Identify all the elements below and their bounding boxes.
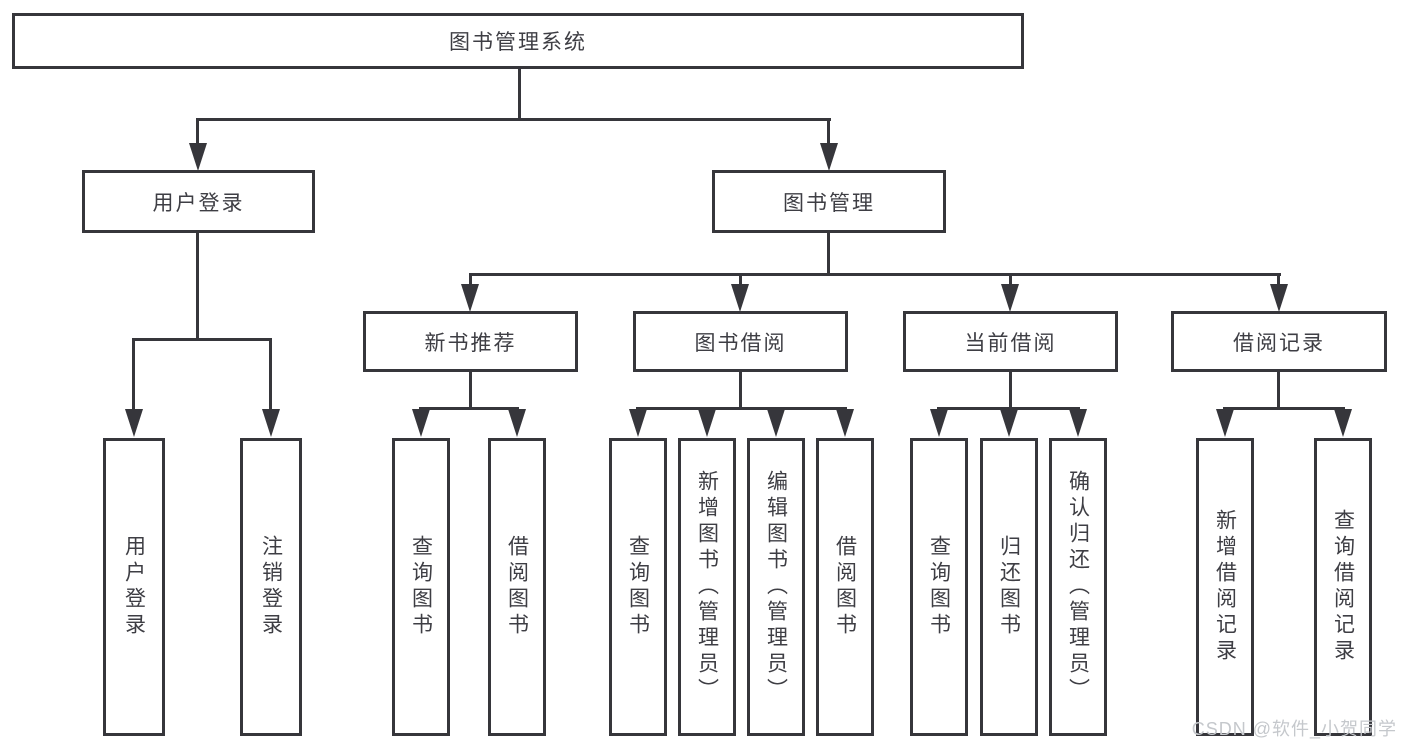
leaf-records-query-record: 查询借阅记录	[1314, 438, 1372, 736]
leaf-borrow-query-books: 查询图书	[609, 438, 667, 736]
leaf-user-login-label: 用户登录	[122, 535, 146, 639]
leaf-user-login: 用户登录	[103, 438, 165, 736]
arrowhead-to-user-login	[189, 143, 207, 171]
leaf-borrow-edit-books-admin-label: 编辑图书（管理员）	[764, 470, 788, 704]
arrowhead-to-current-leaf-1	[930, 409, 948, 437]
connector-root-trunk	[518, 68, 521, 120]
connector-login-trunk	[196, 233, 199, 338]
connector-login-drop-right	[269, 338, 272, 411]
leaf-borrow-edit-books-admin: 编辑图书（管理员）	[747, 438, 805, 736]
connector-root-bracket	[196, 118, 831, 121]
leaf-current-confirm-return-admin: 确认归还（管理员）	[1049, 438, 1107, 736]
leaf-borrow-borrow-books-label: 借阅图书	[833, 535, 857, 639]
connector-current-trunk	[1009, 372, 1012, 407]
csdn-watermark: CSDN @软件_小贺同学	[1191, 719, 1397, 739]
connector-records-bracket	[1223, 407, 1345, 410]
connector-mgmt-drop-3	[1009, 273, 1012, 287]
node-book-management-label: 图书管理	[783, 191, 875, 215]
arrowhead-to-current-leaf-3	[1069, 409, 1087, 437]
arrowhead-to-borrow-leaf-4	[836, 409, 854, 437]
arrowhead-to-records-leaf-2	[1334, 409, 1352, 437]
node-root-label: 图书管理系统	[449, 31, 587, 54]
leaf-current-return-books: 归还图书	[980, 438, 1038, 736]
connector-login-drop-left	[132, 338, 135, 411]
connector-login-bracket	[132, 338, 272, 341]
node-book-management: 图书管理	[712, 170, 946, 233]
leaf-recommend-borrow-books-label: 借阅图书	[505, 535, 529, 639]
node-user-login: 用户登录	[82, 170, 315, 233]
node-current-borrow-label: 当前借阅	[964, 331, 1057, 355]
arrowhead-to-book-borrow	[731, 284, 749, 312]
leaf-current-query-books-label: 查询图书	[927, 535, 951, 639]
connector-root-drop-right	[827, 118, 830, 146]
connector-mgmt-drop-2	[739, 273, 742, 287]
connector-records-trunk	[1277, 372, 1280, 407]
connector-mgmt-drop-4	[1277, 273, 1280, 287]
leaf-records-add-record: 新增借阅记录	[1196, 438, 1254, 736]
arrowhead-to-book-management	[820, 143, 838, 171]
node-root-system: 图书管理系统	[12, 13, 1024, 69]
leaf-current-confirm-return-admin-label: 确认归还（管理员）	[1066, 470, 1090, 704]
leaf-records-query-record-label: 查询借阅记录	[1331, 509, 1355, 665]
arrowhead-to-current-leaf-2	[1000, 409, 1018, 437]
arrowhead-to-recommend-leaf-2	[508, 409, 526, 437]
leaf-borrow-query-books-label: 查询图书	[626, 535, 650, 639]
leaf-records-add-record-label: 新增借阅记录	[1213, 509, 1237, 665]
connector-mgmt-bracket	[469, 273, 1281, 276]
connector-borrow-bracket	[636, 407, 847, 410]
node-book-borrow: 图书借阅	[633, 311, 848, 372]
node-current-borrow: 当前借阅	[903, 311, 1118, 372]
arrowhead-to-borrow-leaf-3	[767, 409, 785, 437]
connector-mgmt-trunk	[827, 233, 830, 273]
connector-root-drop-left	[196, 118, 199, 146]
arrowhead-to-borrow-leaf-2	[698, 409, 716, 437]
leaf-current-return-books-label: 归还图书	[997, 535, 1021, 639]
node-borrow-records-label: 借阅记录	[1233, 331, 1325, 355]
leaf-logout-label: 注销登录	[259, 535, 283, 639]
connector-mgmt-drop-1	[469, 273, 472, 287]
connector-borrow-trunk	[739, 372, 742, 407]
arrowhead-to-current-borrow	[1001, 284, 1019, 312]
connector-recommend-bracket	[419, 407, 519, 410]
arrowhead-to-login-leaf	[125, 409, 143, 437]
leaf-borrow-add-books-admin-label: 新增图书（管理员）	[695, 470, 719, 704]
leaf-recommend-borrow-books: 借阅图书	[488, 438, 546, 736]
arrowhead-to-borrow-records	[1270, 284, 1288, 312]
node-new-book-recommend-label: 新书推荐	[424, 331, 517, 355]
arrowhead-to-new-books	[461, 284, 479, 312]
arrowhead-to-records-leaf-1	[1216, 409, 1234, 437]
node-borrow-records: 借阅记录	[1171, 311, 1387, 372]
connector-recommend-trunk	[469, 372, 472, 407]
leaf-current-query-books: 查询图书	[910, 438, 968, 736]
node-user-login-label: 用户登录	[152, 191, 245, 215]
leaf-borrow-add-books-admin: 新增图书（管理员）	[678, 438, 736, 736]
leaf-logout: 注销登录	[240, 438, 302, 736]
node-book-borrow-label: 图书借阅	[694, 331, 787, 355]
arrowhead-to-logout-leaf	[262, 409, 280, 437]
leaf-recommend-query-books: 查询图书	[392, 438, 450, 736]
leaf-recommend-query-books-label: 查询图书	[409, 535, 433, 639]
node-new-book-recommend: 新书推荐	[363, 311, 578, 372]
connector-current-bracket	[937, 407, 1080, 410]
arrowhead-to-borrow-leaf-1	[629, 409, 647, 437]
leaf-borrow-borrow-books: 借阅图书	[816, 438, 874, 736]
arrowhead-to-recommend-leaf-1	[412, 409, 430, 437]
